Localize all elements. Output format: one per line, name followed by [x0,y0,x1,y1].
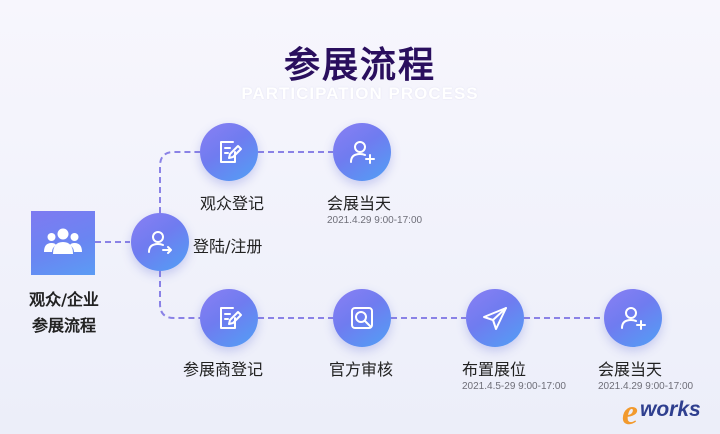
source-label-line1: 观众/企业 [29,290,99,309]
audience-enterprise-node [31,211,95,275]
source-label: 观众/企业 参展流程 [18,287,110,339]
add-user-icon [619,304,647,332]
eworks-logo-mark: e [622,392,638,432]
exhibitor-day-date: 2021.4.29 9:00-17:00 [598,381,694,392]
visitor-register-node [200,123,258,181]
page-title: 参展流程 [283,45,436,86]
source-label-line2: 参展流程 [31,316,96,335]
review-search-icon [348,304,376,332]
page-subtitle: PARTICIPATION PROCESS [241,84,479,103]
visitor-register-label: 观众登记 [200,194,265,213]
connector-hub-visitor [159,151,200,213]
login-register-node [131,213,189,271]
exhibitor-day-label: 会展当天 [598,360,663,379]
login-user-icon [146,228,174,256]
connector-hub-exhibitor [159,271,200,319]
group-icon [43,226,83,260]
visitor-day-node [333,123,391,181]
add-user-icon [348,138,376,166]
exhibitor-register-node [200,289,258,347]
form-edit-icon [215,138,243,166]
form-edit-icon [215,304,243,332]
booth-setup-node [466,289,524,347]
exhibitor-register-label: 参展商登记 [183,360,264,379]
booth-setup-date: 2021.4.5-29 9:00-17:00 [462,381,566,392]
official-review-node [333,289,391,347]
visitor-day-label: 会展当天 [327,194,392,213]
exhibitor-day-node [604,289,662,347]
booth-setup-label: 布置展位 [462,360,527,379]
visitor-day-date: 2021.4.29 9:00-17:00 [327,215,423,226]
eworks-logo-text: works [640,398,701,421]
login-register-label: 登陆/注册 [193,237,263,256]
official-review-label: 官方审核 [329,360,394,379]
paper-plane-icon [481,304,509,332]
